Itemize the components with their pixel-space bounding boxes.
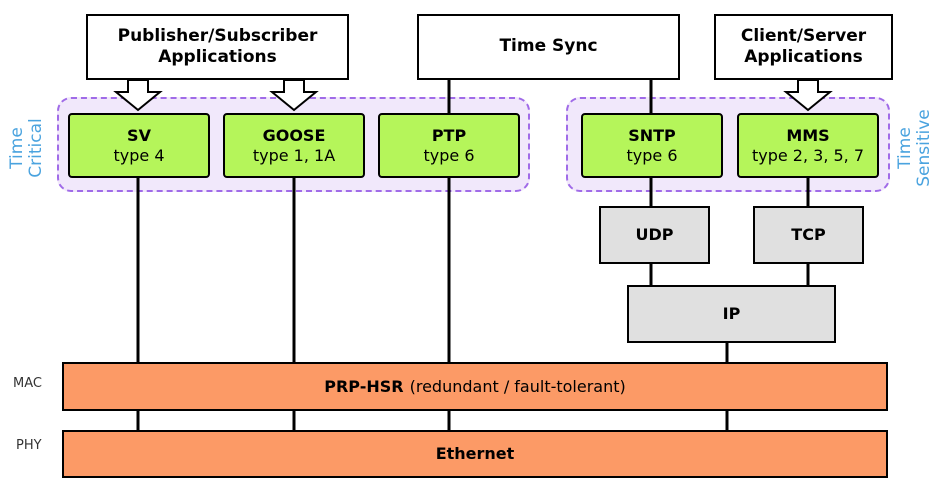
protocol-name: GOOSE (262, 125, 326, 145)
protocol-type: type 4 (113, 145, 165, 165)
protocol-mms: MMS type 2, 3, 5, 7 (737, 113, 879, 178)
protocol-name: SNTP (628, 125, 676, 145)
timesync-label: Time Sync (499, 36, 598, 57)
ethernet-label: Ethernet (435, 444, 515, 463)
protocol-name: MMS (786, 125, 830, 145)
tcp-box: TCP (753, 206, 864, 264)
ethernet-layer: Ethernet (62, 430, 888, 478)
ip-box: IP (627, 285, 836, 343)
timesync-box: Time Sync (417, 14, 680, 80)
protocol-name: SV (127, 125, 151, 145)
prp-hsr-description: (redundant / fault-tolerant) (409, 376, 626, 396)
prp-hsr-layer: PRP-HSR (redundant / fault-tolerant) (62, 362, 888, 411)
protocol-type: type 2, 3, 5, 7 (751, 145, 865, 165)
ip-label: IP (722, 304, 741, 323)
protocol-name: PTP (431, 125, 467, 145)
protocol-type: type 1, 1A (252, 145, 336, 165)
udp-box: UDP (599, 206, 710, 264)
protocol-sv: SV type 4 (68, 113, 210, 178)
prp-hsr-name: PRP-HSR (324, 376, 404, 396)
pubsub-applications-box: Publisher/Subscriber Applications (86, 14, 349, 80)
protocol-ptp: PTP type 6 (378, 113, 520, 178)
arrow-icons (113, 79, 833, 112)
protocol-type: type 6 (626, 145, 678, 165)
clientserver-applications-box: Client/Server Applications (714, 14, 893, 80)
protocol-sntp: SNTP type 6 (581, 113, 723, 178)
protocol-goose: GOOSE type 1, 1A (223, 113, 365, 178)
protocol-type: type 6 (423, 145, 475, 165)
mac-label: MAC (13, 376, 42, 391)
pubsub-applications-label: Publisher/Subscriber Applications (117, 25, 318, 67)
clientserver-applications-label: Client/Server Applications (740, 25, 867, 67)
udp-label: UDP (635, 225, 674, 244)
phy-label: PHY (16, 438, 42, 453)
tcp-label: TCP (791, 225, 826, 244)
